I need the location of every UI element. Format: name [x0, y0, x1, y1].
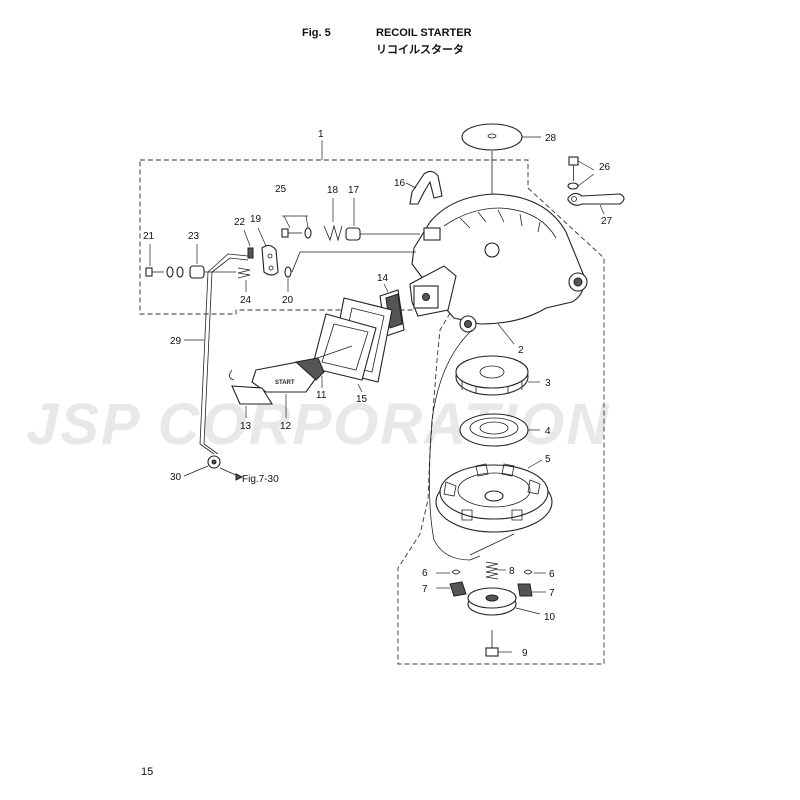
part-23-collar: [189, 244, 236, 279]
callout-21: 21: [143, 231, 155, 242]
callout-15: 15: [356, 394, 368, 405]
part-10-ratchet: [467, 587, 541, 616]
part-9-center-bolt: [485, 630, 512, 657]
callout-14: 14: [377, 273, 389, 284]
recoil-rope: [429, 329, 481, 561]
callout-12: 12: [280, 421, 292, 432]
callout-2: 2: [518, 345, 524, 356]
callout-24: 24: [240, 295, 252, 306]
callout-17: 17: [348, 185, 360, 196]
part-7-pawl-right: [517, 583, 546, 597]
callout-7-right: 7: [549, 588, 555, 599]
callout-29: 29: [170, 336, 182, 347]
callout-22: 22: [234, 217, 246, 228]
part-25-bolt: [281, 215, 312, 239]
callout-6-right: 6: [549, 569, 555, 580]
page-number: 15: [141, 766, 154, 778]
part-17-collar: [345, 198, 420, 241]
part-19-lever: [257, 227, 279, 276]
callout-10: 10: [544, 612, 556, 623]
part-5-reel: [435, 459, 553, 533]
handle-start-marking: START: [275, 380, 295, 386]
callout-18: 18: [327, 185, 339, 196]
part-6-pawl-spring-left: [436, 569, 461, 575]
callout-27: 27: [601, 216, 613, 227]
callout-1: 1: [318, 129, 324, 140]
part-3-pulley: [455, 355, 540, 396]
callout-8: 8: [509, 566, 515, 577]
callout-19: 19: [250, 214, 262, 225]
callout-11: 11: [316, 390, 327, 401]
callout-26: 26: [599, 162, 611, 173]
part-2-starter-case: [409, 193, 588, 345]
part-12-handle: START: [251, 357, 325, 418]
assembly-boundary: [139, 159, 605, 665]
part-22-pin: [243, 229, 254, 259]
callout-23: 23: [188, 231, 200, 242]
part-28-washer: [461, 123, 541, 248]
part-13-insert: [229, 369, 273, 418]
callout-16: 16: [394, 178, 406, 189]
page-title: RECOIL STARTER: [376, 27, 472, 39]
part-11-rope-guide: [311, 313, 377, 388]
part-7-pawl-left: [436, 581, 467, 597]
figure-reference: Fig.7-30: [242, 474, 279, 485]
part-6-pawl-spring-right: [523, 569, 546, 575]
rope-end: [469, 533, 515, 556]
callout-4: 4: [545, 426, 551, 437]
part-26-bolt: [567, 156, 595, 190]
part-29-rod: [184, 253, 249, 455]
part-24-spring: [237, 267, 251, 292]
figure-number: Fig. 5: [302, 27, 331, 39]
part-18-spring: [323, 198, 343, 242]
callout-25: 25: [275, 184, 287, 195]
callout-9: 9: [522, 648, 528, 659]
part-30-rod-end: [183, 455, 244, 481]
callout-7-left: 7: [422, 584, 428, 595]
callout-30: 30: [170, 472, 182, 483]
callout-13: 13: [240, 421, 252, 432]
callout-20: 20: [282, 295, 294, 306]
part-16-bracket: [405, 170, 443, 205]
part-20-washer: [284, 251, 416, 292]
callout-3: 3: [545, 378, 551, 389]
callout-6-left: 6: [422, 568, 428, 579]
part-8-spring: [485, 561, 506, 580]
part-27-band: [567, 192, 625, 215]
part-4-recoil-spring: [459, 413, 540, 447]
callout-28: 28: [545, 133, 557, 144]
page-title-japanese: リコイルスタータ: [376, 44, 464, 56]
callout-5: 5: [545, 454, 551, 465]
part-21-bolt: [145, 244, 184, 278]
